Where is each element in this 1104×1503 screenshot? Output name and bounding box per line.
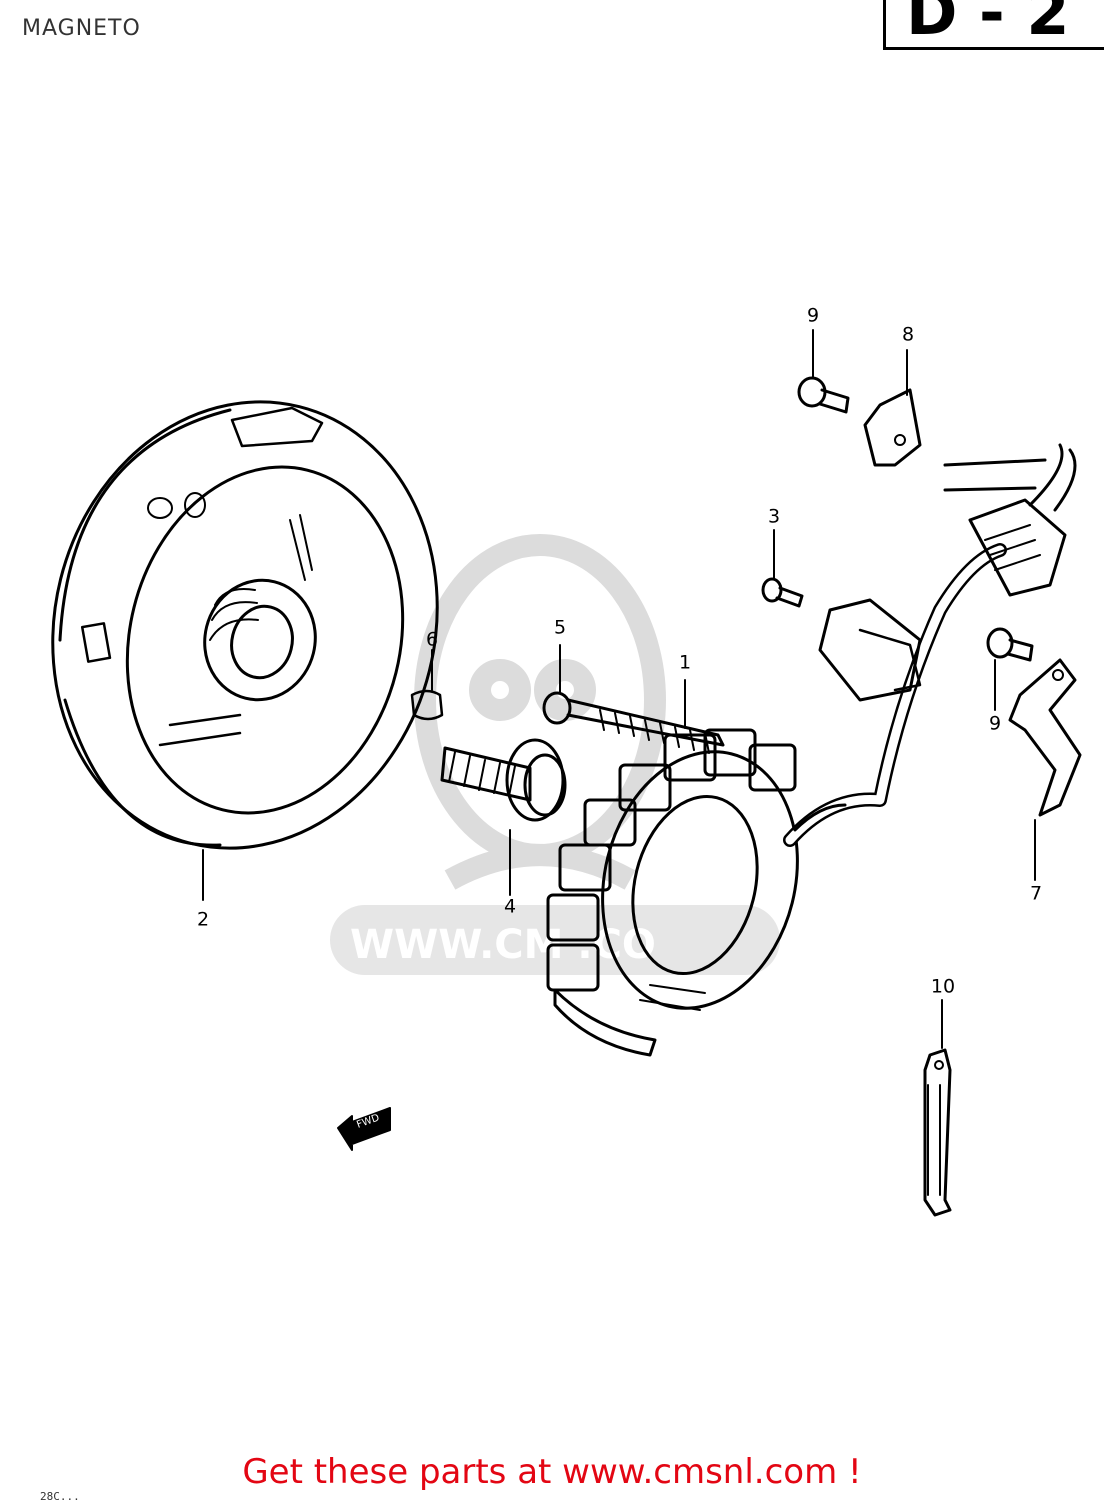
callout-5: 5 (553, 616, 567, 639)
get-parts-link[interactable]: Get these parts at www.cmsnl.com ! (242, 1452, 862, 1492)
rotor-bolt-4 (440, 738, 567, 896)
callout-3: 3 (767, 505, 781, 528)
wiring-harness (783, 443, 1077, 847)
stator-bolt-5 (542, 644, 725, 754)
page-code: 28C... (40, 1490, 80, 1503)
callout-4: 4 (503, 895, 517, 918)
callout-6: 6 (425, 628, 439, 651)
page-title: MAGNETO (22, 16, 141, 41)
callout-9-top: 9 (806, 304, 820, 327)
reference-code-box: D - 2 (883, 0, 1104, 50)
bracket-7 (1008, 658, 1082, 881)
strap-10 (923, 999, 952, 1217)
callout-9-right: 9 (988, 712, 1002, 735)
bolt-9-top (797, 329, 850, 414)
callout-1: 1 (678, 651, 692, 674)
forward-direction-arrow (337, 1107, 391, 1151)
bolt-9-right (986, 627, 1034, 711)
woodruff-key (410, 649, 444, 721)
callout-7: 7 (1029, 882, 1043, 905)
stator-coil-assembly (546, 679, 799, 1057)
rotor-flywheel (51, 400, 439, 901)
clamp-8 (863, 349, 922, 467)
callout-2: 2 (196, 908, 210, 931)
screw-3 (761, 529, 804, 608)
callout-10: 10 (930, 975, 956, 998)
callout-8: 8 (901, 323, 915, 346)
